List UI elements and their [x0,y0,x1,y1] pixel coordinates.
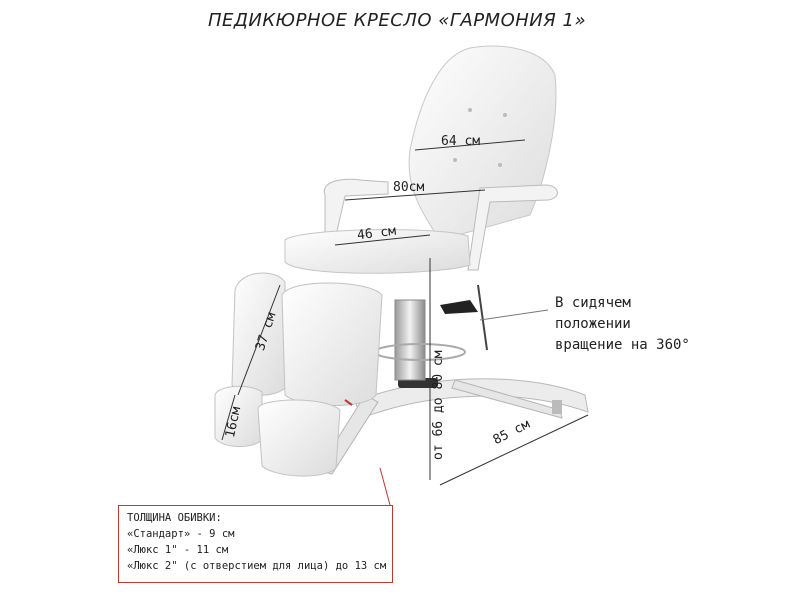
upholstery-heading: ТОЛЩИНА ОБИВКИ: [127,512,222,524]
seat [284,229,471,274]
rotation-note-line: вращение на 360° [555,337,690,353]
rotation-note: В сидячем положении вращение на 360° [555,293,755,356]
dimension-lines [221,139,589,486]
dim-armrest-span: 80см [393,180,425,195]
page-title: ПЕДИКЮРНОЕ КРЕСЛО «ГАРМОНИЯ 1» [207,10,587,31]
rotation-note-line: положении [555,316,631,332]
dim-height-range: от 66 до 80 см [431,350,446,460]
dim-backrest-width: 64 см [441,134,481,149]
upholstery-line: «Люкс 1" - 11 см [127,544,229,556]
upholstery-line: «Люкс 2" (с отверстием для лица) до 13 с… [127,560,387,572]
rotation-note-line: В сидячем [555,295,631,311]
leg-rests [214,272,383,477]
upholstery-info-box: ТОЛЩИНА ОБИВКИ: «Стандарт» - 9 см «Люкс … [118,505,393,583]
armrests [323,178,558,271]
accent-marker [344,399,391,506]
upholstery-line: «Стандарт» - 9 см [127,528,235,540]
